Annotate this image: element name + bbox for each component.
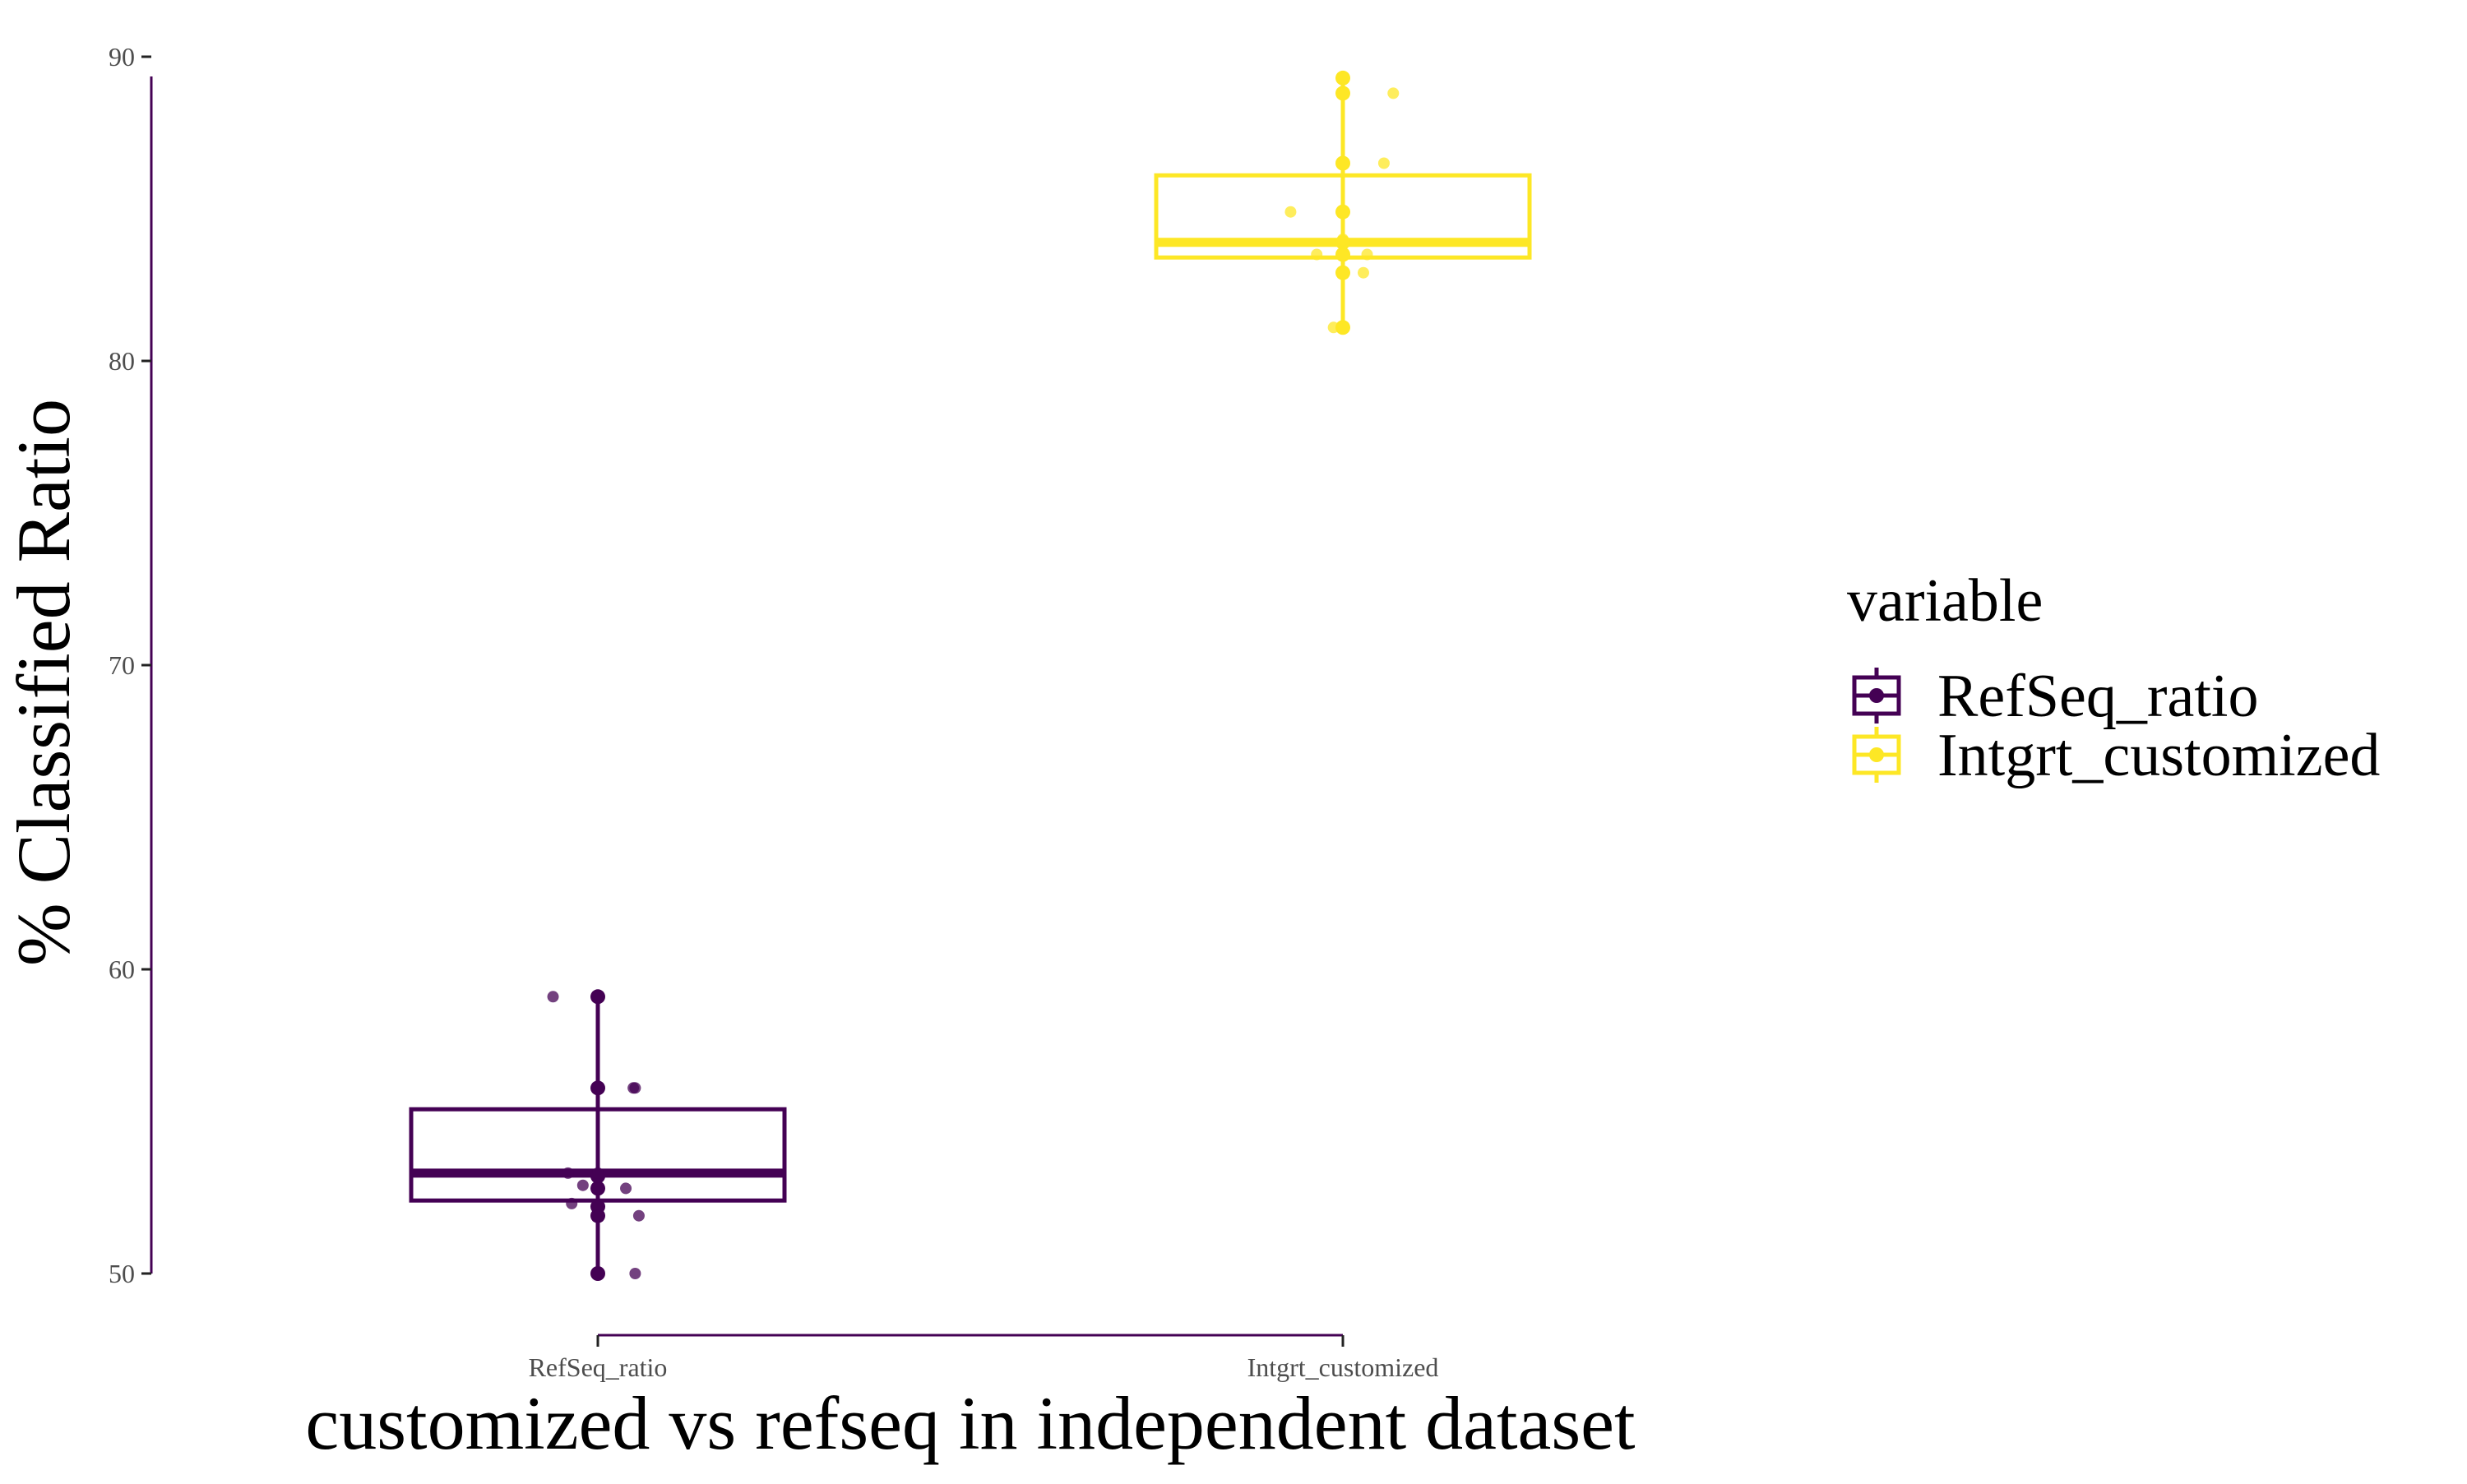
data-point	[576, 1179, 589, 1191]
data-point	[1377, 157, 1390, 169]
y-tick-label: 90	[109, 42, 135, 72]
data-point	[620, 1182, 632, 1195]
data-point	[629, 1268, 641, 1279]
data-point	[1327, 321, 1340, 334]
data-point	[547, 991, 559, 1003]
y-axis-title: % Classified Ratio	[2, 399, 86, 966]
legend-key-point	[1869, 688, 1884, 703]
y-tick-label: 80	[109, 346, 135, 376]
data-point	[562, 1167, 574, 1179]
legend-item-Intgrt_customized: Intgrt_customized	[1852, 722, 2380, 789]
data-point	[1311, 248, 1323, 261]
legend-key-point	[1869, 747, 1884, 762]
data-point	[1337, 266, 1349, 279]
box-group-RefSeq_ratio	[409, 989, 787, 1281]
legend-label: Intgrt_customized	[1937, 722, 2380, 789]
data-point	[1337, 321, 1349, 334]
data-point	[592, 1209, 604, 1222]
data-point	[566, 1197, 578, 1209]
x-axis-title: customized vs refseq in independent data…	[305, 1381, 1636, 1465]
data-point	[1387, 87, 1400, 99]
data-point	[1337, 248, 1349, 261]
data-point	[1361, 248, 1373, 261]
data-point	[592, 991, 604, 1003]
data-point	[632, 1209, 645, 1222]
y-tick-label: 70	[109, 650, 135, 680]
legend-item-RefSeq_ratio: RefSeq_ratio	[1852, 663, 2258, 730]
data-point	[629, 1082, 641, 1094]
data-point	[1337, 206, 1349, 218]
data-point	[1337, 87, 1349, 99]
data-point	[1337, 72, 1349, 84]
legend-label: RefSeq_ratio	[1937, 663, 2258, 730]
x-tick-label: Intgrt_customized	[1247, 1352, 1439, 1382]
data-point	[1357, 266, 1369, 279]
x-tick-label: RefSeq_ratio	[529, 1352, 668, 1382]
data-point	[1337, 157, 1349, 169]
data-point	[592, 1182, 604, 1195]
data-point	[592, 1082, 604, 1094]
legend-title: variable	[1847, 567, 2043, 635]
data-point	[1284, 206, 1297, 218]
data-point	[592, 1167, 604, 1179]
data-point	[1337, 233, 1349, 245]
data-point	[592, 1200, 604, 1213]
y-tick-label: 50	[109, 1259, 135, 1288]
box-group-Intgrt_customized	[1154, 70, 1532, 335]
data-point	[592, 1268, 604, 1279]
y-tick-label: 60	[109, 955, 135, 984]
plot-area	[409, 70, 1532, 1281]
